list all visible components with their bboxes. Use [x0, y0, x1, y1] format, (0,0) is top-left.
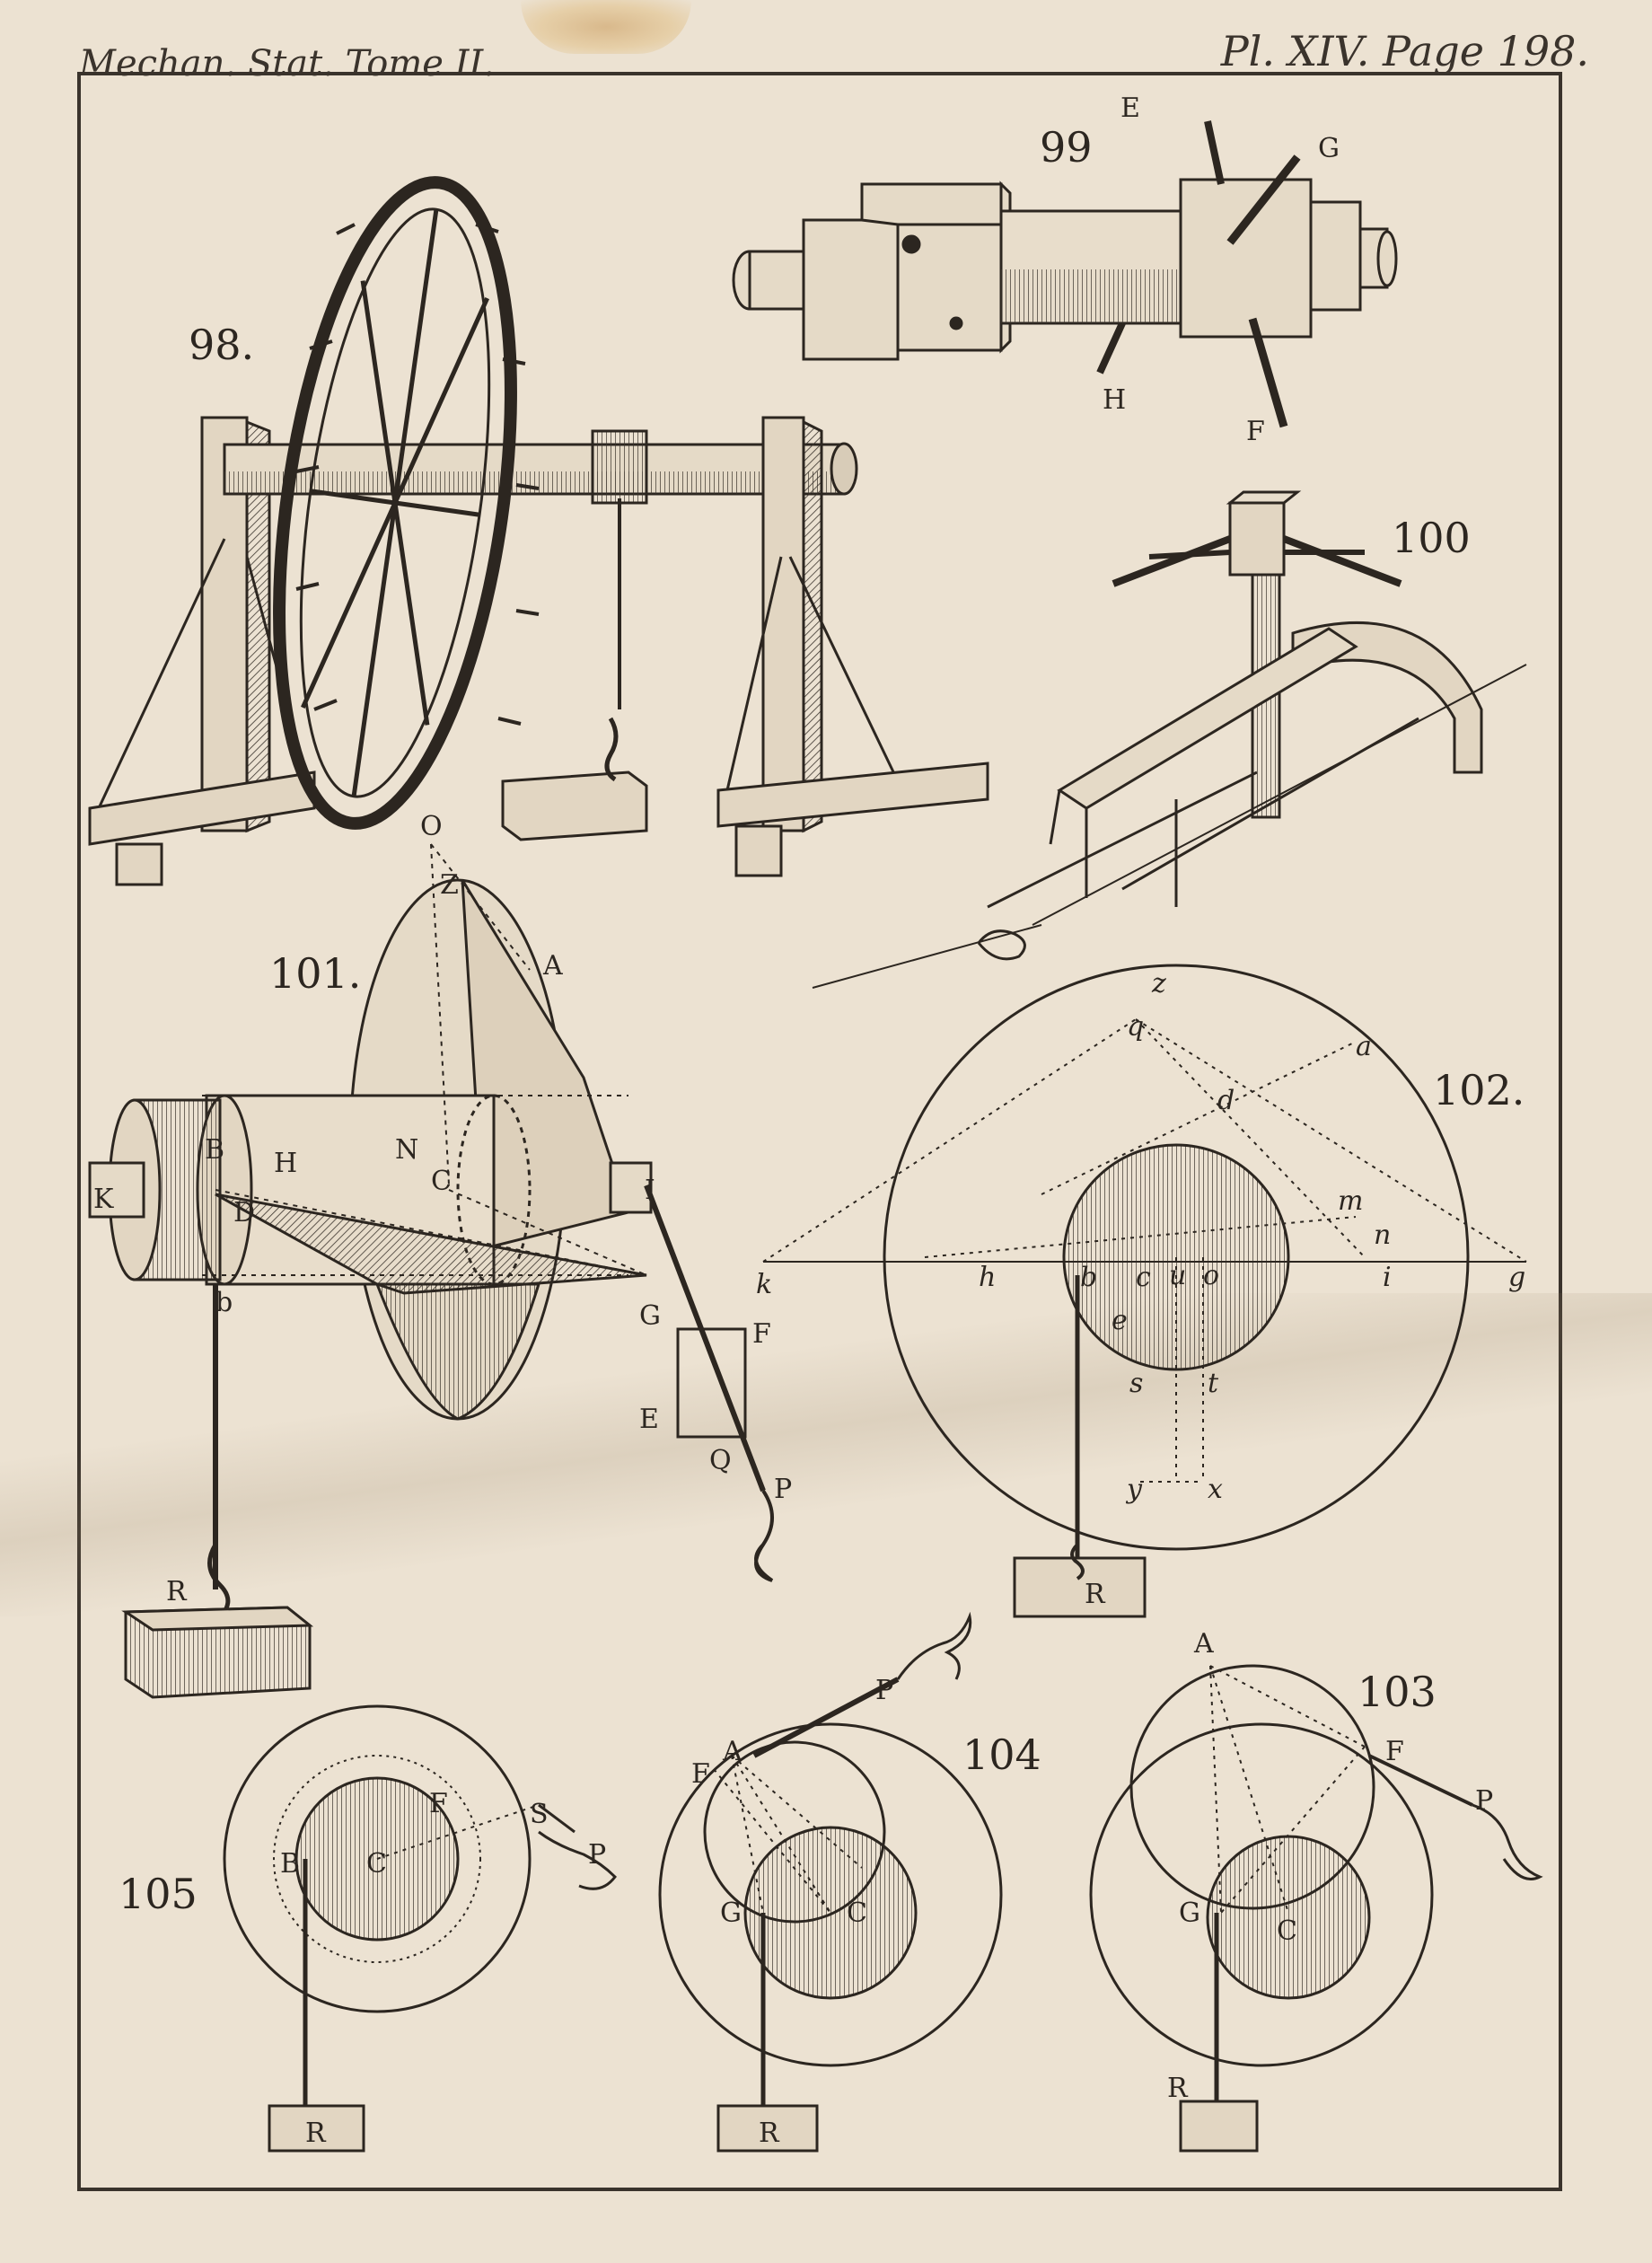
fig104-number: 104 — [962, 1730, 1041, 1779]
fig99-label-H: H — [1103, 384, 1126, 416]
paper-fold-shadow — [0, 1293, 1652, 1616]
figure-98-wheel-and-axle — [88, 176, 989, 886]
fig102-label-q: q — [1127, 1011, 1144, 1043]
fig102-label-y: y — [1125, 1474, 1143, 1505]
fig105-number: 105 — [119, 1870, 198, 1918]
fig100-number: 100 — [1392, 514, 1471, 562]
fig101-label-R: R — [166, 1576, 188, 1607]
fig104-label-R: R — [759, 2118, 780, 2149]
fig102-label-s: s — [1129, 1368, 1143, 1399]
fig103-label-R: R — [1167, 2073, 1189, 2104]
fig101-label-K: K — [93, 1184, 114, 1215]
fig99-label-E: E — [1120, 92, 1140, 124]
fig102-label-u: u — [1169, 1260, 1186, 1291]
fig103-labels: A F P G C R — [1167, 1628, 1493, 2104]
fig101-label-C: C — [431, 1166, 452, 1197]
fig105-label-F: F — [429, 1788, 448, 1819]
fig102-labels: z q a d m n k h b c u o i g e s t y x R — [756, 968, 1525, 1610]
fig105-labels: F S P B C R — [280, 1788, 606, 2149]
fig101-label-I: I — [645, 1175, 655, 1206]
fig101-label-A: A — [542, 950, 563, 982]
fig102-label-n: n — [1374, 1220, 1391, 1251]
fig101-label-N: N — [395, 1134, 418, 1166]
fig102-label-m: m — [1338, 1185, 1363, 1217]
fig102-label-z: z — [1151, 968, 1166, 999]
fig105-label-P: P — [588, 1839, 606, 1871]
fig102-label-c: c — [1136, 1262, 1151, 1293]
fig101-label-Z: Z — [440, 869, 459, 901]
fig102-label-d: d — [1217, 1085, 1235, 1116]
fig104-labels: F A P G C R — [691, 1675, 893, 2149]
fig103-label-G: G — [1179, 1898, 1200, 1929]
fig104-label-C: C — [847, 1898, 867, 1929]
fig104-label-F: F — [691, 1758, 710, 1790]
figure-100-capstan-frame — [812, 490, 1527, 989]
plate-frame — [77, 72, 1562, 2191]
fig105-label-B: B — [280, 1848, 300, 1880]
figure-104-wheel — [658, 1611, 1003, 2153]
fig102-label-o: o — [1203, 1260, 1219, 1291]
fig103-label-C: C — [1277, 1915, 1297, 1947]
fig102-label-k: k — [756, 1269, 772, 1300]
fig102-label-t: t — [1208, 1368, 1219, 1399]
fig101-labels: O Z A B H N C I K D b G F E Q P R — [93, 811, 792, 1607]
fig102-label-a: a — [1356, 1031, 1372, 1062]
fig103-label-P: P — [1475, 1785, 1493, 1817]
fig104-label-P: P — [875, 1675, 893, 1706]
fig101-label-Q: Q — [709, 1445, 732, 1476]
fig102-label-g: g — [1508, 1262, 1525, 1293]
header-plate-page: Pl. XIV. Page 198. — [1220, 27, 1589, 75]
fig102-label-b: b — [1080, 1262, 1097, 1293]
fig102-label-R: R — [1085, 1579, 1106, 1610]
fig102-number: 102. — [1433, 1066, 1525, 1114]
fig98-number: 98. — [189, 321, 254, 369]
fig101-label-H: H — [274, 1148, 297, 1179]
figure-105-wheel — [223, 1704, 617, 2153]
fig101-label-b: b — [215, 1287, 233, 1318]
fig105-label-R: R — [305, 2118, 327, 2149]
fig99-number: 99 — [1040, 123, 1093, 172]
fig102-label-h: h — [979, 1262, 996, 1293]
fig101-label-F: F — [752, 1318, 771, 1350]
fig104-label-G: G — [720, 1898, 742, 1929]
fig101-number: 101. — [269, 949, 361, 998]
fig101-label-G: G — [639, 1300, 661, 1332]
fig103-label-F: F — [1385, 1736, 1404, 1767]
fig102-label-i: i — [1383, 1262, 1392, 1293]
fig102-label-x: x — [1208, 1474, 1223, 1505]
figure-102-geometric-wheel — [762, 964, 1527, 1618]
fig101-label-P: P — [774, 1474, 792, 1505]
header-volume-title: Mechan. Stat. Tome II. — [79, 43, 495, 84]
fig99-label-F: F — [1246, 416, 1265, 447]
fig101-label-D: D — [233, 1197, 255, 1228]
fig103-number: 103 — [1358, 1668, 1437, 1716]
fig102-label-e: e — [1112, 1305, 1128, 1336]
figure-99-capstan-barrel — [732, 120, 1398, 428]
fig105-label-S: S — [530, 1799, 549, 1830]
fig105-label-C: C — [366, 1848, 387, 1880]
fig104-label-A: A — [722, 1736, 743, 1767]
fig99-label-G: G — [1318, 133, 1340, 164]
fig101-label-O: O — [420, 811, 443, 842]
figure-103-wheel — [1089, 1664, 1543, 2153]
fig101-label-E: E — [639, 1404, 659, 1435]
fig101-label-B: B — [205, 1134, 224, 1166]
figure-101-wheel-and-axle-perspective — [88, 843, 774, 1699]
fig103-label-A: A — [1193, 1628, 1214, 1660]
paper-stain — [521, 0, 691, 54]
